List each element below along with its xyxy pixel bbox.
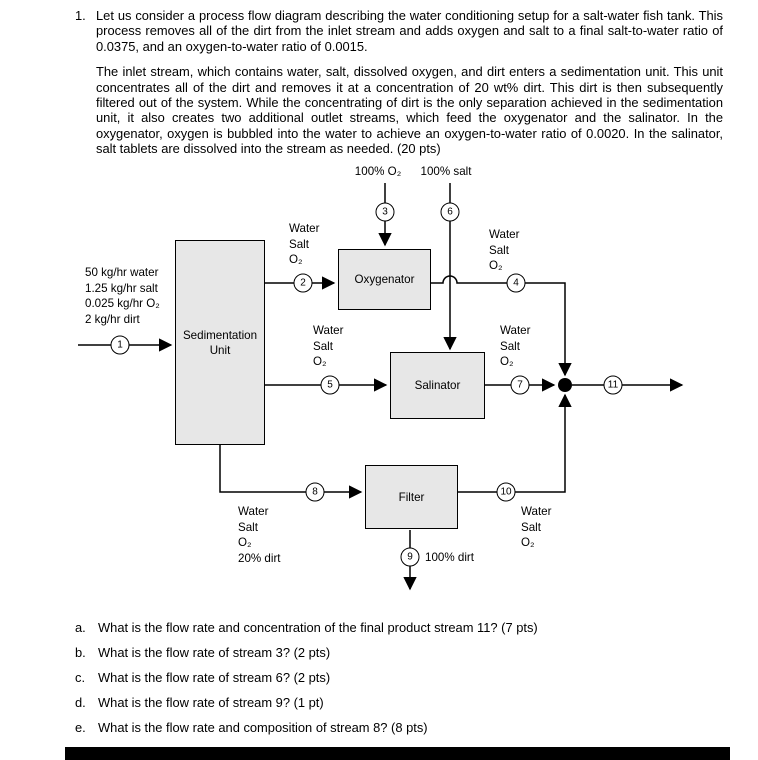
question-text: What is the flow rate of stream 9? (1 pt… — [98, 694, 324, 710]
stream-7-marker: 7 — [510, 375, 530, 395]
stream-9-marker: 9 — [400, 547, 420, 567]
stream-1-marker: 1 — [110, 335, 130, 355]
question-letter: e. — [75, 719, 86, 735]
question-e: e. What is the flow rate and composition… — [75, 720, 705, 735]
question-letter: c. — [75, 669, 86, 685]
stream-2-label: Water Salt O₂ — [289, 222, 320, 267]
stream-5-marker: 5 — [320, 375, 340, 395]
problem-number: 1. — [75, 8, 86, 23]
problem-paragraph-1: Let us consider a process flow diagram d… — [96, 8, 723, 54]
problem-text: Let us consider a process flow diagram d… — [96, 8, 723, 157]
stream-2-marker: 2 — [293, 273, 313, 293]
sedimentation-unit-box: Sedimentation Unit — [175, 240, 265, 445]
question-b: b. What is the flow rate of stream 3? (2… — [75, 645, 705, 660]
filter-box: Filter — [365, 465, 458, 529]
stream-11-marker: 11 — [603, 375, 623, 395]
question-list: a. What is the flow rate and concentrati… — [75, 620, 705, 745]
salinator-box: Salinator — [390, 352, 485, 419]
question-c: c. What is the flow rate of stream 6? (2… — [75, 670, 705, 685]
stream-6-marker: 6 — [440, 202, 460, 222]
question-text: What is the flow rate of stream 3? (2 pt… — [98, 644, 331, 660]
problem-statement: 1. Let us consider a process flow diagra… — [75, 8, 723, 157]
question-text: What is the flow rate and composition of… — [98, 719, 428, 735]
stream-4-line — [431, 275, 572, 377]
question-a: a. What is the flow rate and concentrati… — [75, 620, 705, 635]
feed-label-salt: 100% salt — [420, 165, 472, 179]
stream-5-label: Water Salt O₂ — [313, 324, 344, 369]
feed-label-oxygen: 100% O₂ — [354, 165, 402, 179]
oxygenator-box: Oxygenator — [338, 249, 431, 310]
stream-9-label: 100% dirt — [425, 551, 474, 564]
question-letter: a. — [75, 620, 86, 635]
stream-4-marker: 4 — [506, 273, 526, 293]
stream-10-marker: 10 — [496, 482, 516, 502]
page-edge-bar — [65, 747, 730, 760]
inlet-stream-label: 50 kg/hr water 1.25 kg/hr salt 0.025 kg/… — [85, 266, 160, 326]
stream-8-label: Water Salt O₂ 20% dirt — [238, 505, 281, 565]
stream-8-line — [219, 445, 363, 499]
stream-7-label: Water Salt O₂ — [500, 324, 531, 369]
question-d: d. What is the flow rate of stream 9? (1… — [75, 695, 705, 710]
question-letter: d. — [75, 694, 86, 710]
stream-10-line — [458, 393, 572, 493]
question-text: What is the flow rate and concentration … — [98, 620, 538, 635]
mixing-point-node — [558, 378, 572, 392]
stream-3-marker: 3 — [375, 202, 395, 222]
problem-paragraph-2: The inlet stream, which contains water, … — [96, 64, 723, 157]
stream-4-label: Water Salt O₂ — [489, 228, 520, 273]
stream-8-marker: 8 — [305, 482, 325, 502]
stream-10-label: Water Salt O₂ — [521, 505, 552, 550]
question-letter: b. — [75, 644, 86, 660]
question-text: What is the flow rate of stream 6? (2 pt… — [98, 669, 331, 685]
